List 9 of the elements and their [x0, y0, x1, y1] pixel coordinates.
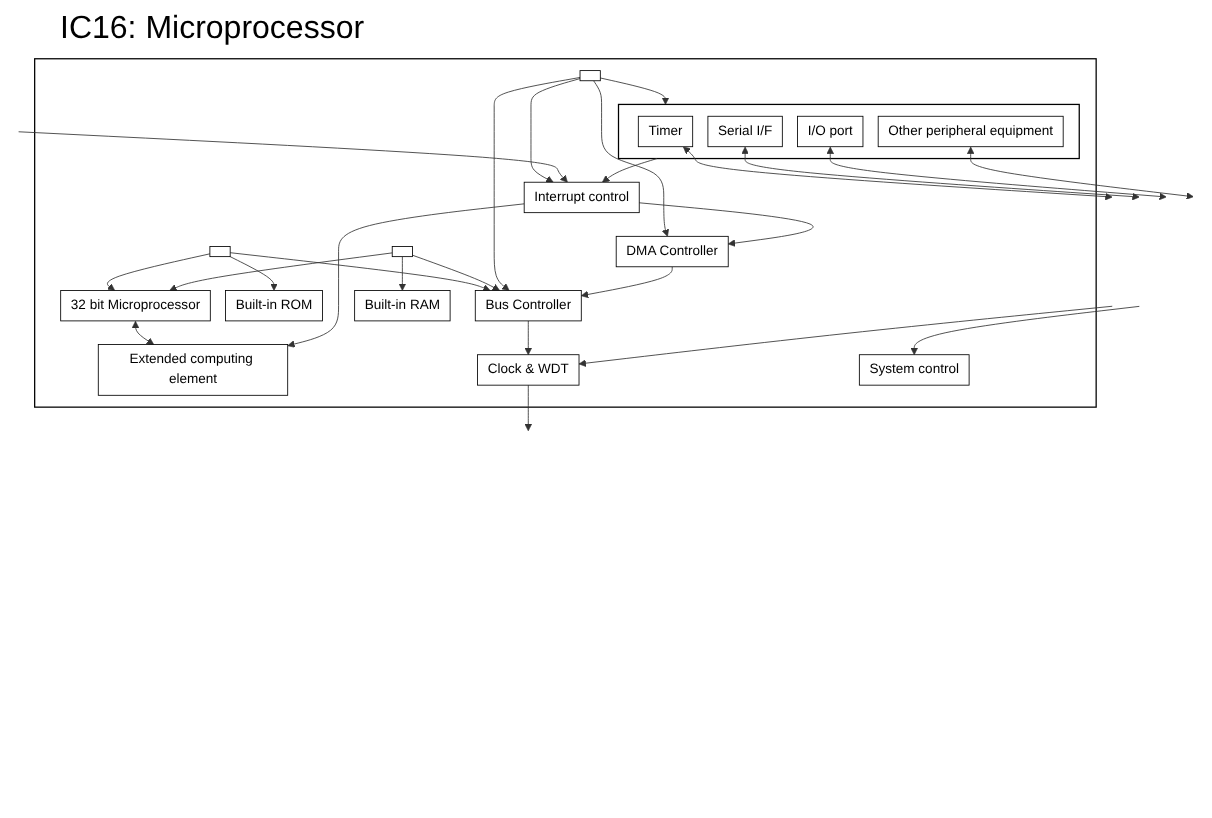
bus-bar: [391, 246, 413, 258]
arrow: [741, 146, 1140, 201]
arrow: [966, 146, 1194, 200]
arrow: [826, 146, 1167, 201]
bus-bar: [579, 70, 601, 82]
bus-bar: [209, 246, 231, 258]
diagram-title: IC16: Microprocessor: [60, 12, 365, 48]
arrow: [131, 320, 155, 345]
arrow: [683, 146, 1113, 201]
